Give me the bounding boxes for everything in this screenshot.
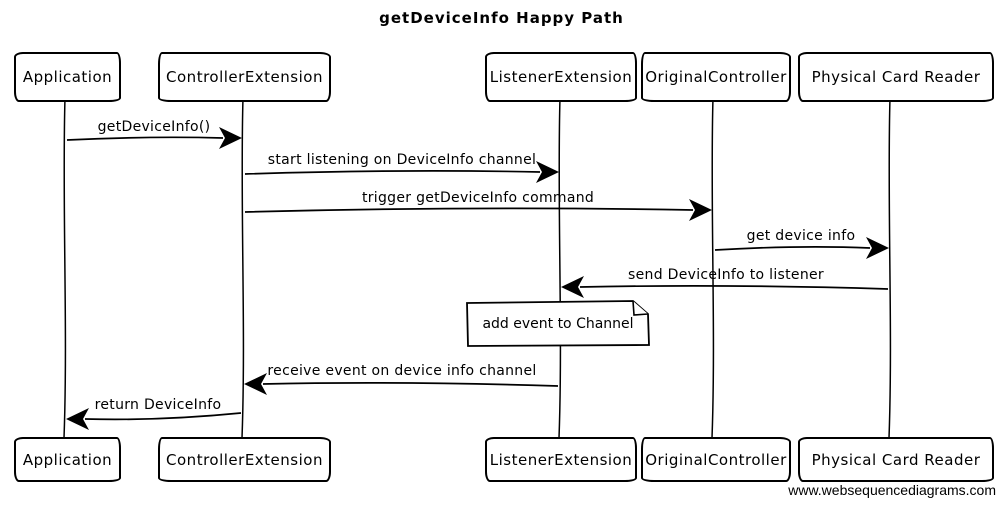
lifeline-physical-card-reader [888, 97, 892, 439]
lifeline-originalcontroller [711, 97, 715, 439]
lifeline-listenerextension [558, 97, 562, 439]
lifeline-application [63, 97, 67, 439]
actor-label: ControllerExtension [166, 450, 323, 469]
lifelines [63, 97, 892, 439]
actor-box-controllerextension-bottom: ControllerExtension [158, 437, 331, 482]
actor-label: ListenerExtension [489, 68, 633, 86]
actor-box-originalcontroller-top: OriginalController [641, 52, 791, 102]
arrowheads [66, 127, 889, 430]
watermark-text: www.websequencediagrams.com [788, 482, 996, 498]
actor-box-listenerextension-top: ListenerExtension [485, 52, 637, 102]
arrowhead-right-icon [866, 237, 889, 259]
actor-label: ListenerExtension [489, 450, 633, 469]
arrowhead-left-icon [561, 276, 584, 298]
arrowhead-left-icon [244, 373, 267, 395]
message-line-start-listening [244, 170, 541, 175]
message-line-getdeviceinfo [66, 136, 224, 141]
actor-box-physical-card-reader-bottom: Physical Card Reader [798, 437, 994, 482]
message-label: return DeviceInfo [94, 397, 222, 413]
message-label: trigger getDeviceInfo command [361, 190, 595, 206]
diagram-title: getDeviceInfo Happy Path [379, 9, 624, 27]
arrowhead-right-icon [689, 199, 712, 221]
message-line-return-deviceinfo [84, 412, 242, 421]
message-lines [66, 136, 889, 421]
actor-box-application-top: Application [14, 52, 121, 102]
actor-box-listenerextension-bottom: ListenerExtension [485, 437, 637, 482]
actor-label: Application [22, 450, 113, 469]
message-label: start listening on DeviceInfo channel [267, 152, 537, 168]
lifeline-controllerextension [241, 97, 245, 439]
message-line-send-deviceinfo [579, 285, 889, 290]
actor-box-controllerextension-top: ControllerExtension [158, 52, 331, 102]
actor-box-originalcontroller-bottom: OriginalController [641, 437, 791, 482]
message-line-receive-event [262, 382, 559, 387]
arrowhead-right-icon [219, 127, 242, 149]
note-box [466, 300, 650, 347]
actor-label: Physical Card Reader [811, 68, 981, 86]
message-label: getDeviceInfo() [97, 119, 211, 135]
actor-box-application-bottom: Application [14, 437, 121, 482]
message-label: get device info [746, 228, 856, 244]
actor-label: Application [22, 68, 113, 86]
actor-box-physical-card-reader-top: Physical Card Reader [798, 52, 994, 102]
actor-label: OriginalController [645, 68, 787, 86]
note-dogear-icon [632, 300, 649, 316]
message-line-get-device-info [714, 246, 871, 251]
message-label: receive event on device info channel [267, 363, 537, 379]
arrowhead-left-icon [66, 408, 89, 430]
actor-label: OriginalController [645, 450, 787, 469]
message-label: send DeviceInfo to listener [628, 267, 824, 283]
arrowhead-right-icon [536, 161, 559, 183]
actor-label: Physical Card Reader [811, 450, 981, 469]
message-line-trigger-command [244, 207, 694, 213]
note-label: add event to Channel [482, 315, 634, 332]
note-outline [466, 300, 650, 347]
actor-label: ControllerExtension [166, 68, 323, 86]
